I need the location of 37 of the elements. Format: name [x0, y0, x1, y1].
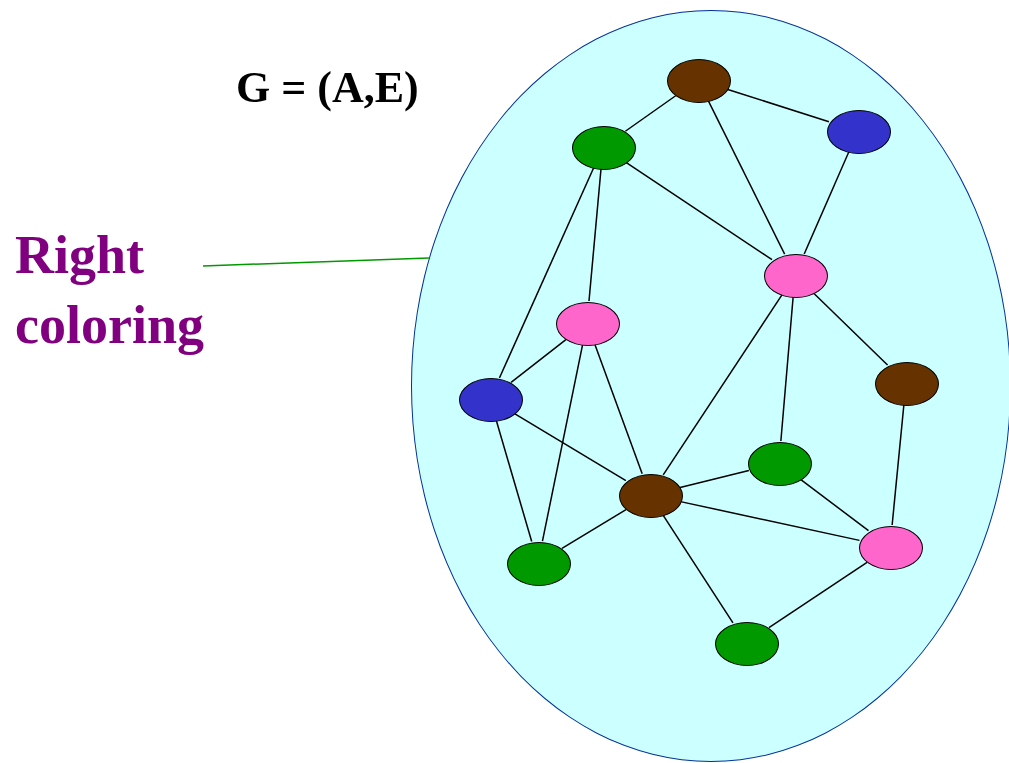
graph-edge	[679, 469, 750, 489]
graph-edge	[662, 514, 734, 624]
graph-edge	[588, 168, 602, 302]
vertex-ellipse	[764, 254, 828, 298]
vertex-ellipse	[875, 362, 939, 406]
graph-edge	[624, 95, 677, 132]
annotation-label: Right coloring	[15, 220, 245, 360]
graph-edge	[799, 478, 870, 532]
graph-edge	[498, 167, 595, 379]
graph-title: G = (A,E)	[236, 62, 419, 113]
graph-edge	[510, 338, 567, 384]
leader-line	[202, 257, 430, 267]
vertex-ellipse	[859, 526, 923, 570]
graph-edge	[726, 88, 830, 123]
vertex-ellipse	[827, 110, 891, 154]
vertex-ellipse	[748, 442, 812, 486]
graph-edge	[594, 343, 643, 475]
graph-edge	[561, 508, 627, 550]
graph-edge	[541, 344, 584, 542]
graph-edge	[625, 161, 773, 261]
vertex-ellipse	[507, 542, 571, 586]
vertex-ellipse	[572, 126, 636, 170]
graph-edge	[768, 561, 868, 629]
graph-edge	[803, 151, 850, 255]
graph-edge	[513, 412, 627, 482]
graph-edge	[707, 100, 786, 255]
vertex-ellipse	[459, 378, 523, 422]
graph-edge	[780, 296, 794, 442]
graph-edge	[891, 404, 905, 526]
vertex-ellipse	[667, 59, 731, 103]
graph-edge	[679, 500, 861, 542]
graph-edge	[812, 292, 889, 366]
vertex-ellipse	[556, 302, 620, 346]
graph-edge	[662, 294, 783, 476]
vertex-ellipse	[619, 474, 683, 518]
vertex-ellipse	[715, 622, 779, 666]
graph-edge	[495, 419, 533, 543]
